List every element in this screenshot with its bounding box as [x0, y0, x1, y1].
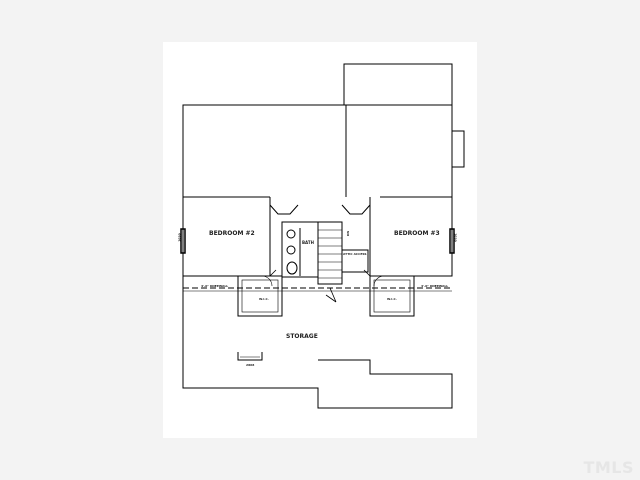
storage-outline — [182, 276, 453, 409]
stair — [317, 221, 343, 285]
open-area-upper-right — [343, 63, 453, 106]
attic-access-note: ATTIC ACCESS — [343, 252, 367, 256]
bedroom-right-walls — [410, 197, 453, 277]
wic-left-label: W.I.C. — [259, 297, 269, 301]
window-right-note: 2030 — [453, 233, 458, 242]
wic-left-walls — [237, 275, 283, 317]
chimney-bumpout — [451, 130, 465, 168]
outer-wall-top — [182, 104, 453, 197]
wic-right-label: W.I.C. — [387, 297, 397, 301]
kneewall-right-note: 4'-0" KNEEWALL — [421, 284, 449, 288]
stair-dn-note: DN — [346, 230, 351, 237]
opening-note: 2868 — [246, 363, 255, 367]
window-left-note: 2030 — [177, 233, 182, 242]
bedroom-left-label: BEDROOM #2 — [209, 230, 255, 237]
kneewall-left-note: 4'-0" KNEEWALL — [201, 284, 229, 288]
wic-right-walls — [369, 275, 415, 317]
floor-plan-drawing — [180, 63, 465, 409]
window-left — [180, 228, 186, 254]
floor-plan-sheet: BEDROOM #2 BEDROOM #3 BATH STORAGE W.I.C… — [163, 42, 477, 438]
watermark-logo: TMLS — [583, 458, 634, 477]
storage-label: STORAGE — [286, 333, 318, 340]
bedroom-right-label: BEDROOM #3 — [394, 230, 440, 237]
storage-opening — [237, 352, 263, 361]
window-right — [449, 228, 455, 254]
bath-label: BATH — [302, 240, 314, 245]
